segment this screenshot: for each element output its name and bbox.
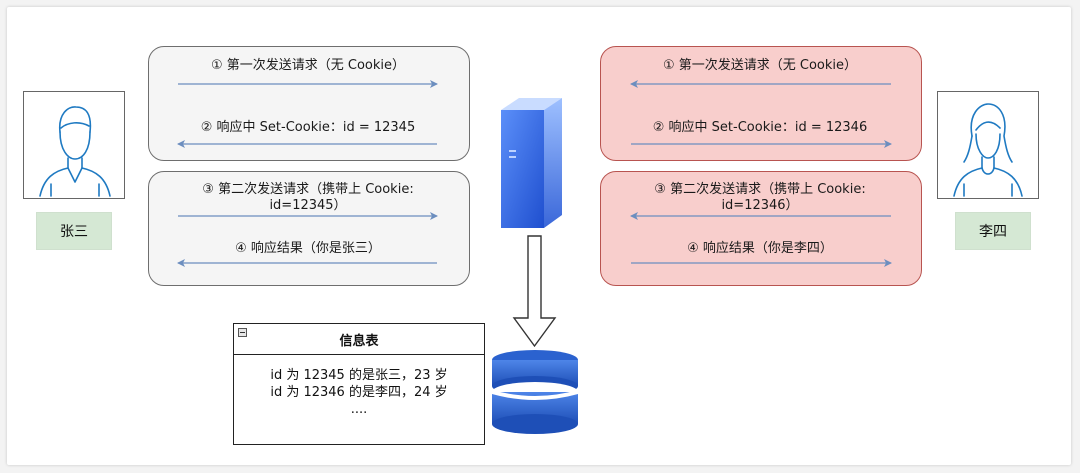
- right-msg-3-line1: ③ 第二次发送请求（携带上 Cookie:: [654, 182, 866, 197]
- info-table-row: id 为 12346 的是李四，24 岁: [270, 385, 448, 400]
- info-table-title: 信息表: [339, 333, 379, 349]
- left-second-exchange-box: [148, 171, 470, 286]
- server-icon: [501, 98, 562, 228]
- right-msg-1: ① 第一次发送请求（无 Cookie）: [662, 58, 858, 73]
- right-msg-4: ④ 响应结果（你是李四）: [687, 241, 833, 256]
- database-icon: [491, 350, 579, 434]
- left-msg-3-line2: id=12345）: [269, 198, 347, 213]
- left-msg-2: ② 响应中 Set-Cookie：id = 12345: [200, 120, 416, 135]
- left-msg-3-line1: ③ 第二次发送请求（携带上 Cookie:: [202, 182, 414, 197]
- left-user-name-box: 张三: [36, 212, 112, 250]
- right-user-avatar: [937, 91, 1039, 199]
- right-second-exchange-box: [600, 171, 922, 286]
- right-first-exchange-box: [600, 46, 922, 161]
- left-msg-4: ④ 响应结果（你是张三）: [235, 241, 381, 256]
- info-table: 信息表 id 为 12345 的是张三，23 岁 id 为 12346 的是李四…: [233, 323, 485, 445]
- info-table-body: id 为 12345 的是张三，23 岁 id 为 12346 的是李四，24 …: [234, 355, 484, 418]
- info-table-header: 信息表: [234, 324, 484, 355]
- left-user-avatar: [23, 91, 125, 199]
- down-arrow-icon: [512, 235, 557, 348]
- info-table-row: id 为 12345 的是张三，23 岁: [270, 368, 448, 383]
- left-user-name: 张三: [60, 224, 88, 240]
- collapse-icon[interactable]: [238, 328, 247, 337]
- info-table-row: ....: [350, 402, 368, 417]
- female-user-icon: [953, 103, 1023, 197]
- male-user-icon: [39, 106, 111, 197]
- right-msg-2: ② 响应中 Set-Cookie：id = 12346: [652, 120, 868, 135]
- right-msg-3-line2: id=12346）: [721, 198, 799, 213]
- left-first-exchange-box: [148, 46, 470, 161]
- right-user-name-box: 李四: [955, 212, 1031, 250]
- left-msg-1: ① 第一次发送请求（无 Cookie）: [210, 58, 406, 73]
- right-user-name: 李四: [979, 224, 1007, 240]
